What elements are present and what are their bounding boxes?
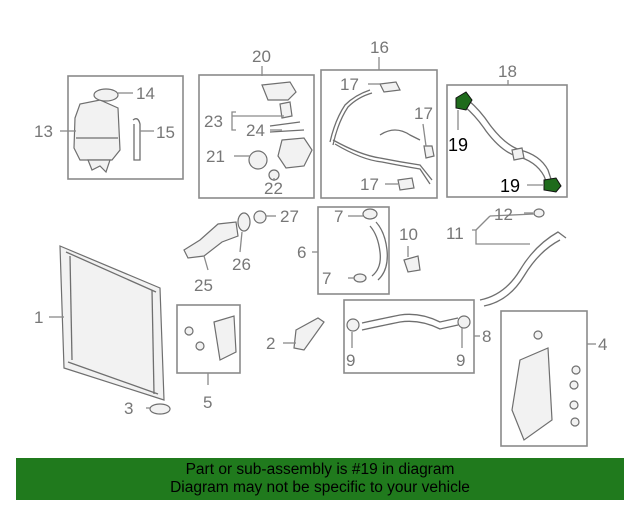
callout-22: 22 <box>264 179 283 198</box>
box-4-deflector <box>500 310 588 447</box>
callout-9-left: 9 <box>346 351 355 370</box>
bracket-2 <box>293 317 325 351</box>
box-18-hose <box>446 84 568 198</box>
heater-hoses-16 <box>329 81 435 191</box>
callout-24: 24 <box>246 121 265 140</box>
callout-3: 3 <box>124 399 133 418</box>
info-banner: Part or sub-assembly is #19 in diagram D… <box>16 458 624 500</box>
callout-19-top: 19 <box>448 135 468 155</box>
bracket-5 <box>184 315 237 361</box>
callout-6: 6 <box>297 243 306 262</box>
gasket-26 <box>237 212 251 232</box>
callout-21: 21 <box>206 147 225 166</box>
radiator-hose-18 <box>463 99 553 187</box>
callout-13: 13 <box>34 122 53 141</box>
callout-16: 16 <box>370 38 389 57</box>
callout-18: 18 <box>498 62 517 81</box>
callout-4: 4 <box>598 335 607 354</box>
hose-11 <box>479 208 567 307</box>
callout-19-bottom: 19 <box>500 176 520 196</box>
callout-5: 5 <box>203 393 212 412</box>
box-13-reservoir <box>67 75 184 180</box>
radiator-cap-3 <box>149 403 171 415</box>
clamp-19-top <box>455 91 473 111</box>
bracket-10 <box>403 255 421 273</box>
hose-8 <box>346 313 471 332</box>
air-deflector-4 <box>511 330 581 441</box>
box-6-hose <box>317 206 390 295</box>
box-20-thermostat <box>198 74 315 199</box>
callout-2: 2 <box>266 334 275 353</box>
thermostat-housing-20 <box>248 81 313 181</box>
coolant-tube-15 <box>132 118 141 161</box>
callout-10: 10 <box>399 225 418 244</box>
callout-8: 8 <box>482 327 491 346</box>
box-16-hoses <box>320 69 438 199</box>
callout-17-top: 17 <box>340 75 359 94</box>
box-8-hose <box>343 299 475 374</box>
banner-line-1: Part or sub-assembly is #19 in diagram <box>185 461 455 478</box>
callout-20: 20 <box>252 47 271 66</box>
clamp-19-bottom <box>543 177 562 193</box>
banner-line-2: Diagram may not be specific to your vehi… <box>170 479 470 496</box>
gasket-27 <box>253 210 267 224</box>
coolant-reservoir <box>73 88 121 174</box>
callout-25: 25 <box>194 276 213 295</box>
callout-7-bottom: 7 <box>322 269 331 288</box>
callout-23: 23 <box>204 112 223 131</box>
callout-26: 26 <box>232 255 251 274</box>
callout-11: 11 <box>446 224 464 243</box>
callout-12: 12 <box>494 205 513 224</box>
callout-27: 27 <box>280 207 299 226</box>
callout-15: 15 <box>156 123 175 142</box>
callout-17-bottom: 17 <box>360 175 379 194</box>
callout-14: 14 <box>136 84 155 103</box>
callout-9-right: 9 <box>456 351 465 370</box>
leader-lines <box>49 57 596 409</box>
hose-6 <box>353 208 388 283</box>
callout-17-right: 17 <box>414 104 433 123</box>
water-outlet-25 <box>183 221 239 259</box>
callout-7-top: 7 <box>334 207 343 226</box>
callout-1: 1 <box>34 308 43 327</box>
radiator <box>59 245 165 401</box>
